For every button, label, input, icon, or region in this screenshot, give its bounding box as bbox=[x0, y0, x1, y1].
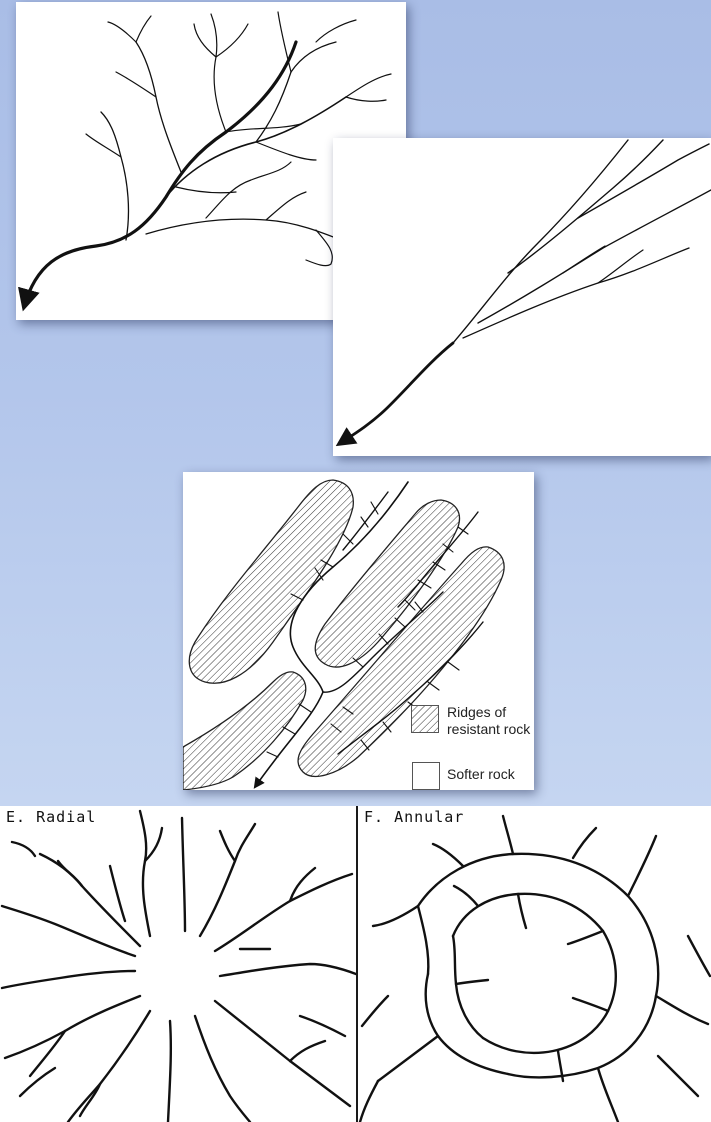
stream bbox=[426, 974, 508, 1074]
stream bbox=[373, 906, 418, 926]
tributary bbox=[508, 140, 663, 273]
stream bbox=[418, 906, 428, 974]
stream bbox=[5, 996, 140, 1058]
stream bbox=[145, 828, 162, 861]
stream bbox=[215, 1001, 350, 1106]
tributary bbox=[453, 140, 628, 343]
annular-diagram bbox=[358, 806, 711, 1122]
stream bbox=[453, 894, 616, 1053]
stream bbox=[573, 998, 608, 1011]
tributary bbox=[256, 142, 316, 160]
main-stream bbox=[24, 42, 296, 307]
stream bbox=[573, 828, 596, 858]
stream bbox=[195, 1016, 250, 1122]
tributary bbox=[346, 97, 386, 101]
stream bbox=[456, 980, 488, 984]
stream bbox=[40, 854, 140, 946]
stream bbox=[433, 844, 463, 866]
tributary bbox=[216, 24, 248, 57]
stream bbox=[58, 861, 82, 886]
tributary bbox=[194, 24, 216, 57]
tributary bbox=[108, 22, 136, 42]
stream bbox=[656, 996, 708, 1024]
annular-pattern-panel: F. Annular bbox=[358, 806, 711, 1122]
stream bbox=[360, 1081, 378, 1122]
stream bbox=[658, 1056, 698, 1096]
stream bbox=[215, 874, 352, 951]
tributary bbox=[101, 112, 128, 240]
stream bbox=[80, 1084, 100, 1116]
stream bbox=[168, 1021, 171, 1122]
softer-rock-legend-swatch bbox=[412, 762, 440, 790]
radial-panel-title: E. Radial bbox=[6, 808, 96, 826]
stream bbox=[362, 996, 388, 1026]
tributary bbox=[291, 42, 336, 72]
stream bbox=[598, 1068, 618, 1122]
stream bbox=[378, 1036, 438, 1081]
tributary bbox=[176, 187, 236, 193]
parallel-diagram bbox=[333, 138, 711, 456]
stream bbox=[110, 866, 125, 921]
softer-rock-legend-label: Softer rock bbox=[447, 766, 515, 783]
stream bbox=[2, 906, 135, 956]
stream bbox=[182, 818, 185, 931]
tributary bbox=[116, 72, 156, 97]
main-stream bbox=[339, 343, 453, 444]
tributary bbox=[316, 20, 356, 42]
trellis-diagram bbox=[183, 472, 534, 790]
tributary bbox=[578, 144, 709, 218]
annular-panel-title: F. Annular bbox=[364, 808, 464, 826]
stream bbox=[140, 811, 150, 936]
stream bbox=[628, 836, 656, 896]
stream bbox=[30, 1031, 65, 1076]
stream bbox=[568, 931, 603, 944]
stream bbox=[68, 1011, 150, 1122]
stream bbox=[12, 842, 35, 856]
tributary bbox=[463, 248, 689, 338]
stream bbox=[503, 816, 513, 854]
stream bbox=[290, 1041, 325, 1061]
stream bbox=[300, 1016, 345, 1036]
radial-diagram bbox=[0, 806, 356, 1122]
radial-pattern-panel: E. Radial bbox=[0, 806, 356, 1122]
stream bbox=[2, 971, 135, 988]
stream bbox=[220, 964, 356, 976]
stream bbox=[688, 936, 710, 976]
stream bbox=[200, 824, 255, 936]
tributary bbox=[346, 74, 391, 97]
tributary bbox=[598, 250, 643, 283]
ridges-legend-label: Ridges of resistant rock bbox=[447, 704, 534, 738]
tributary bbox=[278, 12, 291, 72]
stream bbox=[220, 831, 235, 861]
parallel-pattern-panel bbox=[333, 138, 711, 456]
stream bbox=[518, 894, 526, 928]
stream bbox=[454, 886, 478, 906]
ridge bbox=[183, 672, 306, 790]
tributary bbox=[211, 14, 226, 132]
tributary bbox=[136, 42, 181, 172]
tributary bbox=[266, 192, 306, 220]
tributary bbox=[563, 246, 605, 273]
tributary bbox=[478, 190, 711, 323]
tributary bbox=[136, 16, 151, 42]
trellis-pattern-panel: Ridges of resistant rock Softer rock bbox=[183, 472, 534, 790]
tributary bbox=[166, 97, 346, 197]
ridges-legend-swatch bbox=[411, 705, 439, 733]
stream bbox=[453, 936, 483, 1038]
stream bbox=[20, 1068, 55, 1096]
